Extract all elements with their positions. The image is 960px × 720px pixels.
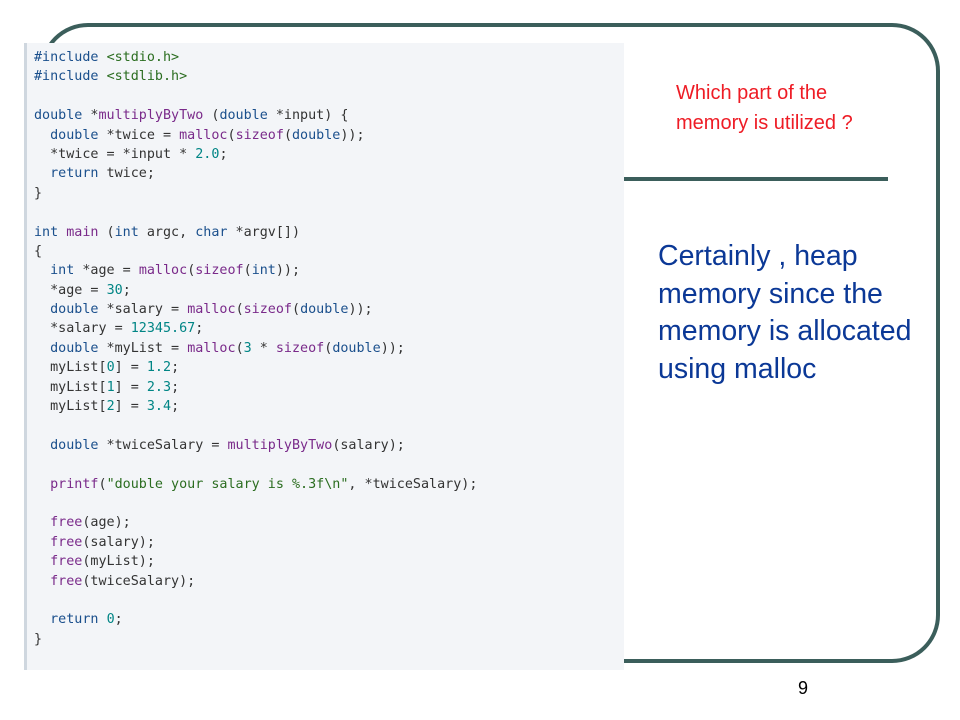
code-line: printf("double your salary is %.3f\n", *…	[50, 476, 478, 492]
code-line: free(salary);	[50, 534, 155, 550]
code-line: #include <stdlib.h>	[34, 69, 188, 85]
code-line: {	[34, 243, 43, 259]
code-line: ​	[34, 203, 477, 222]
code-line: return twice;	[50, 166, 155, 182]
code-line: free(myList);	[50, 554, 155, 570]
answer-text: Certainly , heap memory since the memory…	[658, 240, 912, 385]
code-line: double *salary = malloc(sizeof(double));	[50, 302, 373, 318]
code-line: int *age = malloc(sizeof(int));	[50, 263, 301, 279]
code-panel	[24, 43, 624, 670]
code-line: myList[0] = 1.2;	[34, 360, 180, 376]
code-line: *salary = 12345.67;	[34, 321, 204, 337]
code-line: myList[2] = 3.4;	[34, 399, 180, 415]
code-line: ​	[34, 455, 477, 474]
code-line: ​	[34, 494, 477, 513]
code-line: double *multiplyByTwo (double *input) {	[34, 108, 349, 124]
code-line: myList[1] = 2.3;	[34, 379, 180, 395]
code-line: ​	[34, 591, 477, 610]
code-line: ​	[34, 87, 477, 106]
code-line: double *myList = malloc(3 * sizeof(doubl…	[50, 340, 405, 356]
code-line: int main (int argc, char *argv[])	[34, 224, 301, 240]
question-text: Which part of the memory is utilized ?	[676, 82, 853, 134]
code-line: *age = 30;	[34, 282, 131, 298]
code-line: double *twice = malloc(sizeof(double));	[50, 127, 365, 143]
code-block: #include <stdio.h> #include <stdlib.h> ​ do…	[34, 48, 477, 649]
code-line: *twice = *input * 2.0;	[34, 146, 228, 162]
code-line: double *twiceSalary = multiplyByTwo(sala…	[50, 437, 405, 453]
code-line: return 0;	[50, 612, 123, 628]
code-line: free(age);	[50, 515, 131, 531]
page-number: 9	[798, 678, 809, 698]
divider-line	[624, 177, 888, 181]
code-line: ​	[34, 416, 477, 435]
code-line: }	[34, 185, 43, 201]
code-line: free(twiceSalary);	[50, 573, 196, 589]
code-line: }	[34, 631, 43, 647]
code-line: #include <stdio.h>	[34, 50, 180, 65]
